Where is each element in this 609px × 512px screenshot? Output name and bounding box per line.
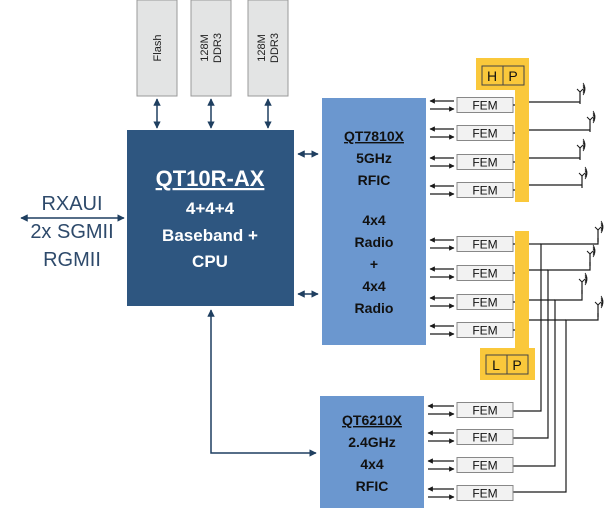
fem-label: FEM <box>472 324 497 338</box>
rfic-5ghz-title: QT7810X <box>344 128 405 144</box>
rfic-5ghz-line5: + <box>370 256 378 272</box>
rfic-24ghz-line3: RFIC <box>356 478 389 494</box>
fem-label: FEM <box>472 459 497 473</box>
fem-label: FEM <box>472 296 497 310</box>
antenna-icon <box>586 110 596 132</box>
antenna-icon <box>594 220 604 242</box>
fem-label: FEM <box>472 156 497 170</box>
fem-layer: FEM FEM FEM FEM FEM FEM FEM FEM FEM FEM FEM FEM <box>427 97 515 501</box>
memory-ddr3-1-type: DDR3 <box>212 33 224 63</box>
highpass-filter-h: H <box>487 68 497 84</box>
rfic-5ghz: QT7810X 5GHz RFIC 4x4 Radio + 4x4 Radio <box>322 98 426 345</box>
fem-label: FEM <box>472 127 497 141</box>
lowpass-filter-l: L <box>492 357 500 373</box>
rfic-24ghz: QT6210X 2.4GHz 4x4 RFIC <box>320 396 424 508</box>
fem-block <box>456 457 514 473</box>
fem-label: FEM <box>472 404 497 418</box>
rfic-24ghz-title: QT6210X <box>342 412 403 428</box>
antenna-layer <box>576 82 604 317</box>
memory-flash-label: Flash <box>152 35 164 62</box>
interface-rxaui: RXAUI <box>41 193 102 215</box>
memory-flash: Flash <box>136 0 178 97</box>
rfic-24ghz-line1: 2.4GHz <box>348 434 395 450</box>
antenna-icon <box>594 295 604 317</box>
rfic-5ghz-line1: 5GHz <box>356 150 392 166</box>
interfaces: RXAUI 2x SGMII RGMII <box>20 193 125 271</box>
fem-label: FEM <box>472 267 497 281</box>
fem-label: FEM <box>472 238 497 252</box>
highpass-filter-p: P <box>508 68 517 84</box>
memory-ddr3-1: 128M DDR3 <box>190 0 232 97</box>
lowpass-filter-p: P <box>512 357 521 373</box>
memory-bus-arrows <box>153 98 272 129</box>
memory-ddr3-2-size: 128M <box>256 34 268 62</box>
rfic-5ghz-line2: RFIC <box>358 172 391 188</box>
antenna-icon <box>576 82 586 104</box>
antenna-icon <box>578 166 588 188</box>
rfic-5ghz-line4: Radio <box>355 234 394 250</box>
fem-label: FEM <box>472 487 497 501</box>
antenna-icon <box>576 138 586 160</box>
main-chip-title: QT10R-AX <box>156 166 265 191</box>
fem-block <box>456 402 514 418</box>
antenna-icon <box>578 272 588 294</box>
rfic-5ghz-line7: Radio <box>355 300 394 316</box>
rfic-bus-arrows <box>207 150 319 457</box>
memory-ddr3-2-type: DDR3 <box>269 33 281 63</box>
memory-ddr3-1-size: 128M <box>199 34 211 62</box>
lowpass-filter: L P <box>480 231 535 380</box>
main-chip-line3: CPU <box>192 252 228 271</box>
memory-ddr3-2: 128M DDR3 <box>247 0 289 97</box>
fem-block <box>456 429 514 445</box>
main-chip-line2: Baseband + <box>162 226 258 245</box>
rfic-24ghz-line2: 4x4 <box>360 456 384 472</box>
rfic-5ghz-line6: 4x4 <box>362 278 386 294</box>
interface-sgmii: 2x SGMII <box>30 221 113 243</box>
fem-label: FEM <box>472 431 497 445</box>
rfic-5ghz-line3: 4x4 <box>362 212 386 228</box>
highpass-filter: H P <box>476 58 529 202</box>
fem-block <box>456 485 514 501</box>
main-chip-line1: 4+4+4 <box>186 199 235 218</box>
main-chip: QT10R-AX 4+4+4 Baseband + CPU <box>127 130 294 306</box>
antenna-icon <box>586 244 596 266</box>
interface-rgmii: RGMII <box>43 249 101 271</box>
fem-label: FEM <box>472 184 497 198</box>
fem-label: FEM <box>472 99 497 113</box>
